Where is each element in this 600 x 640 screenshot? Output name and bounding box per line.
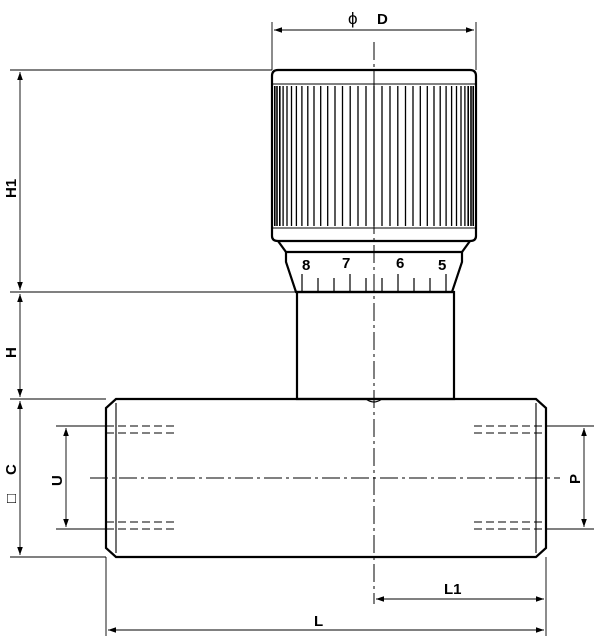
right-port-thread <box>474 425 546 530</box>
port-p-label: P <box>567 474 584 484</box>
port-u-label: U <box>49 475 66 486</box>
diameter-symbol: ϕ <box>348 9 358 28</box>
valve-stem <box>295 290 456 401</box>
scale-mark-8: 8 <box>302 257 310 274</box>
valve-body <box>104 397 548 559</box>
dimension-port-p: P <box>546 425 594 530</box>
left-port-thread <box>106 425 178 530</box>
length-l-label: L <box>314 613 323 630</box>
dimension-heights: H1 H □ C <box>3 69 296 558</box>
height-h1-label: H1 <box>3 179 20 198</box>
knob-collar <box>277 240 471 254</box>
knurl-pattern <box>273 86 475 226</box>
dimension-lengths: L1 L <box>105 557 547 636</box>
scale-mark-6: 6 <box>396 255 404 272</box>
section-c-label: C <box>3 464 20 475</box>
scale-mark-7: 7 <box>342 255 350 272</box>
scale-tick-marks <box>301 274 447 291</box>
length-l1-label: L1 <box>444 581 462 598</box>
knurled-knob <box>270 68 478 243</box>
dimension-port-u: U <box>49 425 106 530</box>
section-square-symbol: □ <box>3 494 20 503</box>
height-h-label: H <box>3 347 20 358</box>
scale-mark-5: 5 <box>438 257 446 274</box>
diameter-label: D <box>377 11 388 28</box>
dimension-diameter-d: ϕ D <box>271 9 477 70</box>
